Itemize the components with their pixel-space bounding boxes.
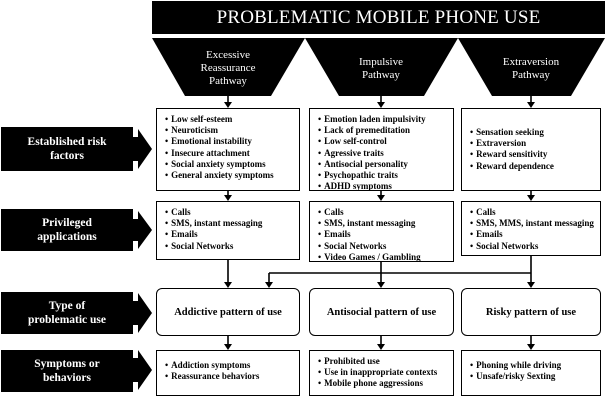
pathway-shape-impulsive [305,38,458,96]
list-item: Mobile phone aggressions [318,378,449,389]
use-type-addictive: Addictive pattern of use [156,288,300,336]
symptoms-box-extraversion: Phoning while driving Unsafe/risky Sexti… [461,350,601,396]
diagram-title: PROBLEMATIC MOBILE PHONE USE [152,1,605,34]
list-item: ADHD symptoms [318,181,449,192]
list-item: Calls [318,207,449,218]
row-label-applications: Privileged applications [1,209,133,251]
type-label-arrow [130,293,152,333]
pathway-line: Excessive [206,49,250,61]
applications-box-impulsive: Calls SMS, instant messaging Emails Soci… [309,201,454,262]
pathway-label-extraversion: Extraversion Pathway [481,56,581,82]
pathway-label-impulsive: Impulsive Pathway [331,56,431,82]
list-item: Emails [470,229,596,240]
pathway-line: Pathway [512,69,550,81]
pathway-line: Reassurance [200,62,256,74]
list-item: Emails [165,229,295,240]
row-label-symptoms: Symptoms or behaviors [1,350,133,392]
list-item: Social Networks [165,241,295,252]
list-item: Video Games / Gambling [318,252,449,263]
list-item: Use in inappropriate contexts [318,367,449,378]
list-item: Low self-esteem [165,114,295,125]
applications-box-extraversion: Calls SMS, MMS, instant messaging Emails… [461,201,601,256]
list-item: Social anxiety symptoms [165,159,295,170]
list-item: General anxiety symptoms [165,170,295,181]
list-item: Reassurance behaviors [165,371,295,382]
list-item: Psychopathic traits [318,170,449,181]
list-item: SMS, instant messaging [165,218,295,229]
pathway-label-excessive-reassurance: Excessive Reassurance Pathway [178,49,278,88]
list-item: Social Networks [470,241,596,252]
arrows-to-symptoms [224,336,535,350]
list-item: Addiction symptoms [165,360,295,371]
list-item: SMS, MMS, instant messaging [470,218,596,229]
row-label-line: factors [50,150,84,162]
list-item: Emotion laden impulsivity [318,114,449,125]
list-item: Phoning while driving [470,360,596,371]
list-item: Calls [165,207,295,218]
list-item: Low self-control [318,136,449,147]
risk-factors-box-impulsive: Emotion laden impulsivity Lack of premed… [309,108,454,191]
row-label-use-type: Type of problematic use [1,292,133,334]
arrows-to-use-types [224,256,535,288]
row-label-line: Symptoms or [34,358,100,370]
pathway-line: Pathway [209,75,247,87]
list-item: Antisocial personality [318,159,449,170]
list-item: Prohibited use [318,356,449,367]
list-item: Agressive traits [318,148,449,159]
risk-factors-box-excessive-reassurance: Low self-esteem Neuroticism Emotional in… [156,108,300,191]
row-label-risk-factors: Established risk factors [1,127,133,171]
symptoms-box-impulsive: Prohibited use Use in inappropriate cont… [309,350,454,396]
risk-factors-box-extraversion: Sensation seeking Extraversion Reward se… [461,108,601,191]
risk-label-arrow [130,129,152,169]
symptoms-label-arrow [130,350,152,390]
list-item: Calls [470,207,596,218]
row-label-line: applications [37,231,97,243]
arrows-to-risk-factors [224,96,535,108]
applications-box-excessive-reassurance: Calls SMS, instant messaging Emails Soci… [156,201,300,260]
symptoms-box-excessive-reassurance: Addiction symptoms Reassurance behaviors [156,350,300,396]
list-item: Sensation seeking [470,127,596,138]
list-item: SMS, instant messaging [318,218,449,229]
list-item: Emotional instability [165,136,295,147]
apps-label-arrow [130,211,152,249]
list-item: Neuroticism [165,125,295,136]
list-item: Lack of premeditation [318,125,449,136]
pathway-line: Extraversion [502,56,560,68]
list-item: Emails [318,229,449,240]
pathway-line: Impulsive [359,56,403,68]
use-type-antisocial: Antisocial pattern of use [309,288,454,336]
row-label-arrows [130,129,152,390]
row-label-line: problematic use [27,314,107,326]
row-label-line: Type of [48,300,86,312]
pathway-shape-extraversion [458,38,605,96]
pathway-line: Pathway [362,69,400,81]
use-type-risky: Risky pattern of use [461,288,601,336]
list-item: Reward sensitivity [470,149,596,160]
row-label-line: behaviors [43,372,91,384]
list-item: Insecure attachment [165,148,295,159]
row-label-line: Established risk [27,136,107,148]
list-item: Social Networks [318,241,449,252]
arrows-to-applications [224,191,535,201]
list-item: Extraversion [470,138,596,149]
pathway-shape-excessive-reassurance [152,38,305,96]
list-item: Reward dependence [470,161,596,172]
list-item: Unsafe/risky Sexting [470,371,596,382]
row-label-line: Privileged [42,217,92,229]
